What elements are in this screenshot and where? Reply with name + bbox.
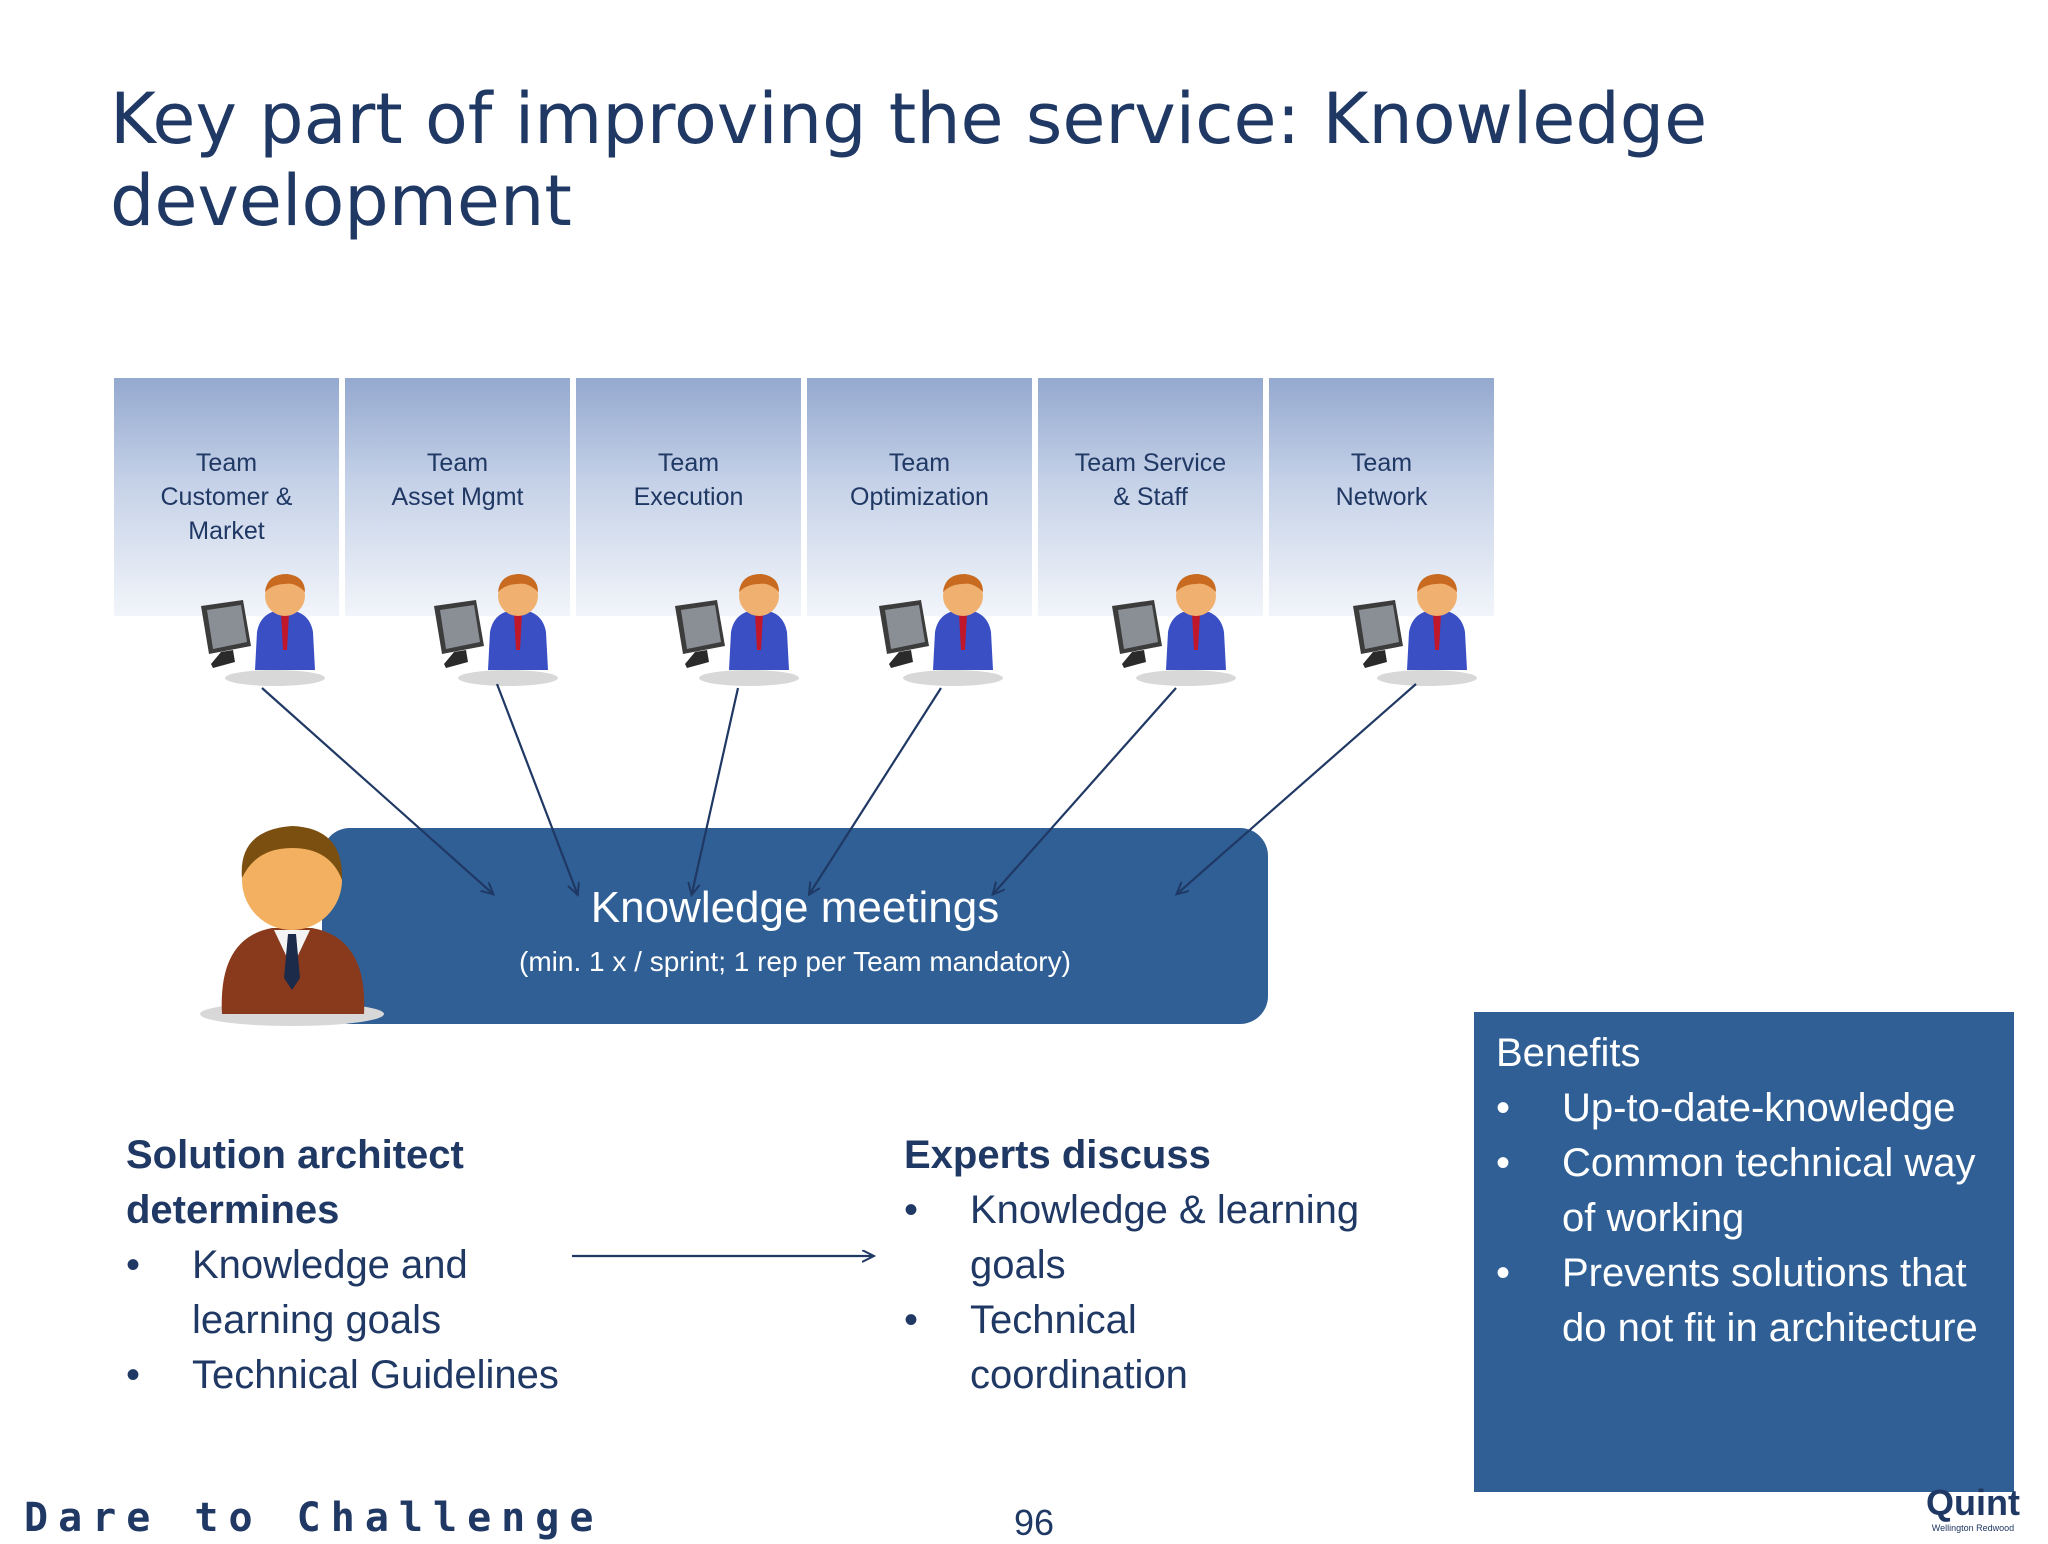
slide-title: Key part of improving the service: Knowl… xyxy=(110,78,1708,242)
knowledge-meetings-box: Knowledge meetings (min. 1 x / sprint; 1… xyxy=(322,828,1268,1024)
experts-heading: Experts discuss xyxy=(904,1133,1211,1177)
page-number: 96 xyxy=(1014,1502,1055,1543)
team-label: Team Network xyxy=(1335,449,1428,511)
computer-worker-icon xyxy=(675,574,799,686)
team-label: Team Service & Staff xyxy=(1074,449,1227,511)
team-box-network: Team Network xyxy=(1269,378,1494,616)
logo-sub: Wellington Redwood xyxy=(1931,1523,2015,1533)
knowledge-meetings-title: Knowledge meetings xyxy=(590,883,1000,932)
benefits-heading: Benefits xyxy=(1496,1031,1641,1075)
computer-worker-icon xyxy=(879,574,1003,686)
solution-architect-heading: Solution architect determines xyxy=(126,1128,596,1238)
team-label: Team Customer & Market xyxy=(160,449,293,545)
logo-main: Quint xyxy=(1926,1482,2020,1523)
footer-tagline: Dare to Challenge xyxy=(24,1495,604,1541)
list-item: Knowledge & learning goals xyxy=(904,1183,1410,1293)
list-item: Prevents solutions that do not fit in ar… xyxy=(1496,1246,1996,1356)
knowledge-meetings-subtitle: (min. 1 x / sprint; 1 rep per Team manda… xyxy=(519,946,1071,977)
heading-line: Solution architect xyxy=(126,1133,464,1177)
team-box-customer-market: Team Customer & Market xyxy=(114,378,339,616)
list-item: Knowledge and learning goals xyxy=(126,1238,512,1348)
experts-column: Experts discuss Knowledge & learning goa… xyxy=(904,1128,1424,1403)
team-box-asset-mgmt: Team Asset Mgmt xyxy=(345,378,570,616)
list-item: Common technical way of working xyxy=(1496,1136,1996,1246)
list-item: Up-to-date-knowledge xyxy=(1496,1081,1996,1136)
heading-line: determines xyxy=(126,1188,340,1232)
team-label: Team Execution xyxy=(633,449,744,511)
list-item: Technical Guidelines xyxy=(126,1348,596,1403)
computer-worker-icon xyxy=(1353,574,1477,686)
team-box-service-staff: Team Service & Staff xyxy=(1038,378,1263,616)
team-box-optimization: Team Optimization xyxy=(807,378,1032,616)
solution-architect-column: Solution architect determines Knowledge … xyxy=(126,1128,596,1403)
solution-architect-icon xyxy=(200,826,384,1026)
computer-worker-icon xyxy=(201,574,325,686)
quint-logo: Quint Wellington Redwood xyxy=(1914,1484,2032,1534)
computer-worker-icon xyxy=(434,574,558,686)
team-label: Team Optimization xyxy=(850,449,989,511)
computer-worker-icon xyxy=(1112,574,1236,686)
team-label: Team Asset Mgmt xyxy=(391,449,524,511)
benefits-box: Benefits Up-to-date-knowledge Common tec… xyxy=(1474,1012,2014,1492)
list-item: Technical coordination xyxy=(904,1293,1210,1403)
